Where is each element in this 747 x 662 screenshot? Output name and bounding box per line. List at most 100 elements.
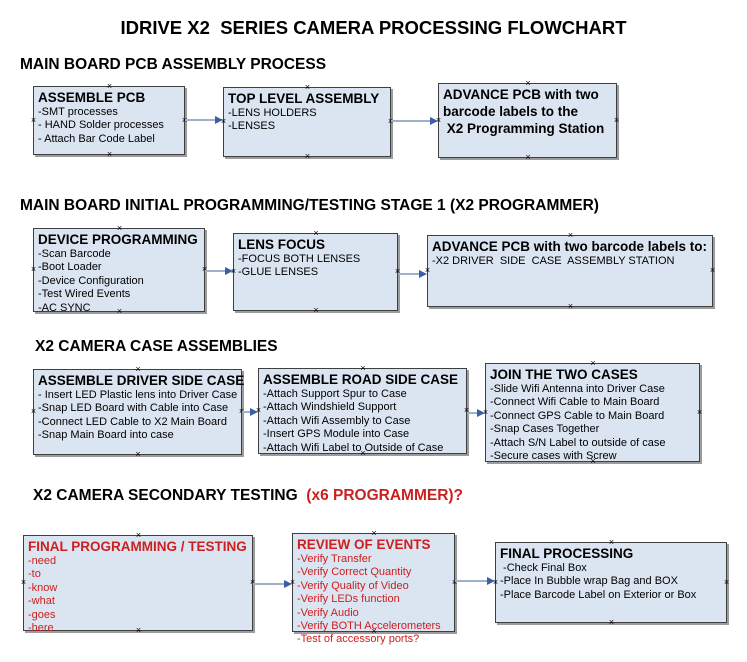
box-item: -Snap LED Board with Cable into Case — [38, 402, 229, 415]
box-item: -X2 DRIVER SIDE CASE ASSEMBLY STATION — [432, 255, 675, 267]
arrowhead-icon — [250, 407, 258, 416]
flow-box-join-the-two-cases: JOIN THE TWO CASES -Slide Wifi Antenna i… — [483, 359, 702, 466]
box-item: -Verify Quality of Video — [297, 579, 409, 592]
section-heading-secondary-testing: X2 CAMERA SECONDARY TESTING (x6 PROGRAMM… — [33, 487, 463, 505]
box-item: -Connect GPS Cable to Main Board — [490, 409, 665, 422]
connector-line — [391, 119, 430, 122]
box-item: -Secure cases with Screw — [490, 450, 617, 463]
box-title: ASSEMBLE ROAD SIDE CASE — [263, 372, 459, 387]
page-title: IDRIVE X2 SERIES CAMERA PROCESSING FLOWC… — [120, 17, 627, 38]
flow-box-final-programming-testing: FINAL PROGRAMMING / TESTING -need -to -k… — [21, 531, 255, 635]
box-item: -Verify Audio — [297, 606, 359, 619]
anchor-icon: × — [20, 577, 27, 587]
box-item: - Attach Bar Code Label — [38, 132, 155, 145]
box-item: -Place In Bubble wrap Bag and BOX — [500, 575, 678, 588]
anchor-icon: × — [30, 406, 37, 416]
box-title: TOP LEVEL ASSEMBLY — [228, 91, 380, 106]
box-item: -Snap Main Board into case — [38, 429, 174, 442]
box-item: -Attach Wifi Assembly to Case — [263, 414, 411, 427]
connector-line — [185, 118, 215, 121]
arrowhead-icon — [487, 576, 495, 585]
box-item: -Insert GPS Module into Case — [263, 428, 410, 441]
box-item: -Test Wired Events — [38, 288, 131, 301]
arrowhead-icon — [430, 116, 438, 125]
box-item: -LENS HOLDERS — [228, 107, 317, 119]
box-item: -to — [28, 568, 41, 581]
anchor-icon: × — [525, 152, 531, 162]
box-title: ADVANCE PCB with two barcode labels to t… — [443, 87, 605, 136]
box-title: ASSEMBLE DRIVER SIDE CASE — [38, 373, 245, 388]
arrowhead-icon — [477, 408, 485, 417]
box-item: -Attach Support Spur to Case — [263, 388, 407, 400]
box-item: -Verify Correct Quantity — [297, 566, 412, 579]
flow-box-top-level-assembly: TOP LEVEL ASSEMBLY -LENS HOLDERS -LENSES… — [221, 83, 393, 161]
flow-box-review-of-events: REVIEW OF EVENTS -Verify Transfer -Verif… — [290, 529, 457, 646]
box-item: -Verify LEDs function — [297, 593, 400, 606]
anchor-icon: × — [135, 449, 141, 459]
flow-box-lens-focus: LENS FOCUS -FOCUS BOTH LENSES -GLUE LENS… — [231, 229, 400, 315]
box-title: ASSEMBLE PCB — [38, 90, 146, 105]
box-item: -Connect Wifi Cable to Main Board — [490, 396, 660, 409]
arrowhead-icon — [225, 266, 233, 275]
flow-connector — [253, 579, 292, 588]
box-title: REVIEW OF EVENTS — [297, 537, 431, 552]
box-item: -GLUE LENSES — [238, 266, 319, 279]
flow-box-advance-pcb-driver-side: ADVANCE PCB with two barcode labels to: … — [425, 231, 715, 311]
box-item: -Slide Wifi Antenna into Driver Case — [490, 383, 665, 395]
box-item: -know — [28, 581, 58, 594]
connector-line — [455, 579, 487, 582]
anchor-icon: × — [30, 114, 37, 125]
box-title: FINAL PROGRAMMING / TESTING — [28, 539, 247, 554]
box-item: -Verify Transfer — [297, 553, 372, 565]
box-item: -Boot Loader — [38, 261, 102, 274]
heading-black-part: X2 CAMERA SECONDARY TESTING — [33, 487, 307, 504]
box-item: -Connect LED Cable to X2 Main Board — [38, 415, 227, 428]
flow-box-assemble-pcb: ASSEMBLE PCB -SMT processes - HAND Solde… — [31, 82, 187, 159]
flow-connector — [185, 115, 223, 124]
anchor-icon: × — [313, 305, 319, 315]
box-item: -Scan Barcode — [38, 248, 111, 260]
flow-connector — [398, 269, 427, 278]
box-item: -Snap Cases Together — [490, 423, 600, 436]
arrowhead-icon — [284, 579, 292, 588]
connector-line — [398, 272, 419, 275]
flow-connector — [205, 266, 233, 275]
connector-line — [205, 269, 225, 272]
section-heading-initial-programming: MAIN BOARD INITIAL PROGRAMMING/TESTING S… — [20, 197, 599, 214]
box-title: JOIN THE TWO CASES — [490, 367, 638, 382]
box-item: -Test of accessory ports? — [297, 633, 420, 646]
box-title: ADVANCE PCB with two barcode labels to: — [432, 239, 708, 254]
section-heading-case-assemblies: X2 CAMERA CASE ASSEMBLIES — [35, 338, 278, 355]
anchor-icon: × — [608, 617, 615, 627]
flow-box-assemble-driver-side-case: ASSEMBLE DRIVER SIDE CASE - Insert LED P… — [31, 365, 245, 459]
box-item: -AC SYNC — [38, 301, 91, 314]
anchor-icon: × — [723, 576, 730, 587]
connector-line — [467, 411, 477, 414]
box-title: LENS FOCUS — [238, 237, 326, 252]
box-item: -Attach Wifi Label to Outside of Case — [263, 441, 444, 454]
anchor-icon: × — [696, 406, 703, 417]
anchor-icon: × — [613, 114, 620, 125]
anchor-icon: × — [567, 301, 574, 311]
box-title: FINAL PROCESSING — [500, 546, 634, 561]
box-item: -LENSES — [228, 120, 276, 133]
arrowhead-icon — [419, 269, 427, 278]
connector-line — [242, 410, 250, 413]
box-item: -Check Final Box — [500, 562, 587, 574]
box-item: - HAND Solder processes — [38, 119, 164, 132]
box-item: -Device Configuration — [38, 274, 144, 287]
box-item: -goes — [28, 608, 56, 621]
box-title: DEVICE PROGRAMMING — [38, 232, 198, 247]
box-item: -what — [28, 595, 55, 608]
anchor-icon: × — [709, 265, 716, 275]
flow-box-assemble-road-side-case: ASSEMBLE ROAD SIDE CASE -Attach Support … — [256, 364, 469, 458]
flow-connector — [391, 116, 438, 125]
box-item: -here — [28, 622, 54, 635]
box-item: -Attach S/N Label to outside of case — [490, 436, 666, 449]
box-item: -FOCUS BOTH LENSES — [238, 253, 361, 265]
flow-connector — [455, 576, 495, 585]
anchor-icon: × — [304, 151, 311, 161]
flow-box-final-processing: FINAL PROCESSING -Check Final Box -Place… — [493, 538, 729, 627]
box-item: -Place Barcode Label on Exterior or Box — [500, 588, 697, 601]
